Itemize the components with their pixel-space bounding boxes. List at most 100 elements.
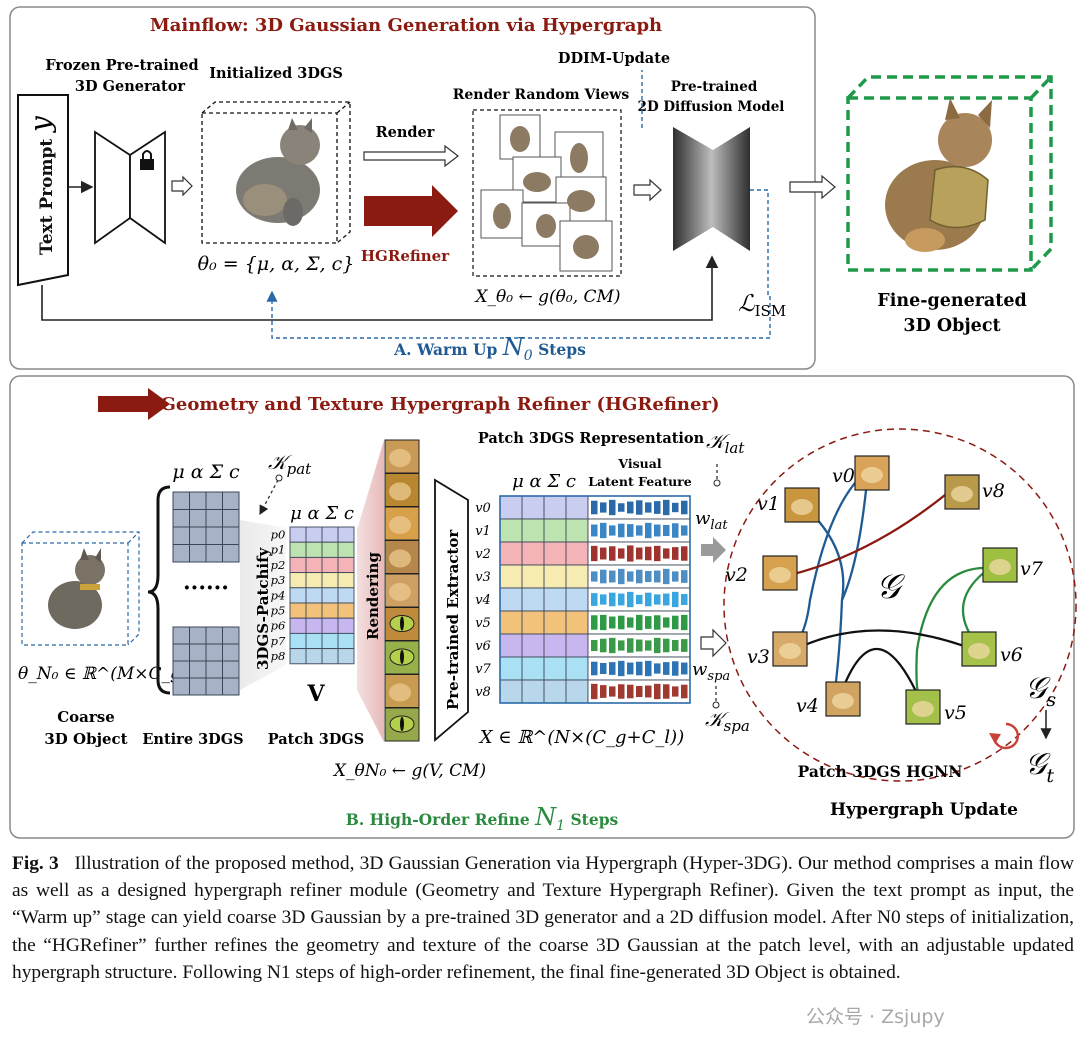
latent-feature-bar (663, 662, 670, 675)
latent-feature-bar (654, 615, 661, 630)
latent-feature-bar (600, 614, 607, 631)
k-pat-arrow (259, 479, 279, 516)
latent-feature-bar (591, 639, 598, 652)
patch-thumbnail (384, 473, 420, 507)
latent-feature-bar (654, 524, 661, 537)
latent-feature-bar (654, 683, 661, 700)
latent-feature-bar (609, 662, 616, 675)
graph-node-label: v6 (1000, 644, 1023, 666)
latent-feature-bar (600, 638, 607, 653)
ddim-update-label: DDIM-Update (558, 50, 670, 67)
latent-feature-bar (600, 522, 607, 539)
repr-row-label: v6 (475, 639, 491, 654)
latent-feature-bar (609, 686, 616, 697)
latent-feature-bar (654, 570, 661, 583)
latent-feature-bar (627, 684, 634, 699)
figure-caption: Fig. 3 Illustration of the proposed meth… (12, 850, 1074, 986)
latent-feature-bar (609, 616, 616, 629)
graph-node: v5 (905, 689, 967, 725)
frozen-generator-label-2: 3D Generator (75, 78, 185, 95)
latent-feature-bar (627, 638, 634, 653)
armored-cat-image (885, 98, 992, 252)
patch-row-label: p1 (271, 543, 286, 557)
repr-row-label: v4 (475, 593, 491, 608)
graph-node: v6 (961, 631, 1023, 667)
patch-thumbnail (384, 674, 420, 708)
text-prompt-label: Text Prompt (37, 139, 57, 255)
entire-3dgs-label: Entire 3DGS (142, 731, 243, 748)
repr-row: v3 (475, 564, 691, 589)
caption-text: Illustration of the proposed method, 3D … (12, 853, 1074, 983)
initialized-3dgs-label: Initialized 3DGS (209, 65, 343, 82)
visual-latent-1: Visual (617, 456, 661, 471)
patch-thumbnail (384, 540, 420, 574)
latent-feature-bar (609, 525, 616, 536)
patch-row-label: p2 (271, 558, 286, 572)
graph-node-label: v7 (1020, 558, 1044, 580)
latent-feature-bar (636, 547, 643, 560)
patch-thumbnail (384, 573, 420, 608)
matrix-V: V (306, 681, 325, 707)
repr-row-label: v3 (475, 570, 491, 585)
patch-image-column (384, 439, 420, 742)
patch-thumbnail (384, 607, 420, 641)
repr-row: v5 (475, 610, 691, 635)
latent-feature-bar (645, 616, 652, 629)
patch-row: p2 (271, 556, 355, 574)
patch-row-label: p6 (271, 619, 286, 633)
hypergraph-circle (723, 428, 1077, 782)
prompt-symbol: y (24, 115, 57, 134)
coarse-label-1: Coarse (57, 708, 115, 726)
latent-feature-bar (627, 617, 634, 628)
latent-feature-bar (591, 500, 598, 515)
latent-feature-bar (627, 662, 634, 675)
k-pat-node (275, 474, 283, 482)
latent-feature-bar (609, 637, 616, 654)
patch-thumbnail (384, 707, 420, 742)
entire-grid-bottom (172, 626, 240, 696)
watermark: 公众号 · Zsjupy (806, 1006, 945, 1028)
diffusion-label-1: Pre-trained (671, 79, 758, 95)
rendering-fan (357, 440, 384, 742)
latent-feature-bar (627, 591, 634, 608)
latent-feature-bar (600, 569, 607, 584)
ddim-update-arrow (641, 70, 769, 296)
cat-image-3dgs (236, 118, 320, 226)
latent-feature-bar (600, 547, 607, 560)
latent-feature-bar (618, 568, 625, 585)
render-label: Render (376, 124, 435, 141)
latent-feature-bar (681, 546, 688, 561)
latent-feature-bar (672, 523, 679, 538)
hyperedge-black (789, 629, 976, 701)
latent-feature-bar (663, 638, 670, 653)
graph-node: v7 (982, 547, 1044, 583)
patch-row-label: p5 (271, 604, 286, 618)
w-spa-arrow (700, 628, 727, 658)
diffusion-label-2: 2D Diffusion Model (638, 99, 785, 115)
latent-feature-bar (672, 591, 679, 608)
repr-row: v0 (475, 495, 691, 520)
latent-feature-bar (591, 661, 598, 676)
patch-thumbnail (384, 439, 420, 474)
latent-feature-bar (636, 569, 643, 584)
coarse-equation: θ_N₀ ∈ ℝ^(M×C_g) (18, 664, 188, 684)
latent-feature-bar (636, 594, 643, 605)
mainflow-title: Mainflow: 3D Gaussian Generation via Hyp… (150, 15, 662, 36)
x-equation: X ∈ ℝ^(N×(C_g+C_l)) (478, 727, 684, 748)
frozen-generator-label-1: Frozen Pre-trained (45, 57, 198, 74)
coarse-label-2: 3D Object (44, 730, 127, 748)
repr-row-label: v7 (475, 662, 491, 677)
latent-feature-bar (618, 660, 625, 677)
latent-feature-bar (627, 524, 634, 537)
latent-feature-bar (681, 614, 688, 631)
theta0-equation: θ₀ = {μ, α, Σ, c} (198, 253, 355, 275)
refiner-title-arrow (98, 388, 170, 420)
repr-row-label: v5 (475, 616, 491, 631)
entire-ellipsis: ······ (183, 575, 229, 601)
fine-generated-label-1: Fine-generated (877, 291, 1026, 311)
patch-row-label: p0 (271, 528, 286, 542)
patch-row: p8 (271, 648, 355, 665)
latent-feature-bar (600, 594, 607, 605)
latent-feature-bar (645, 546, 652, 561)
